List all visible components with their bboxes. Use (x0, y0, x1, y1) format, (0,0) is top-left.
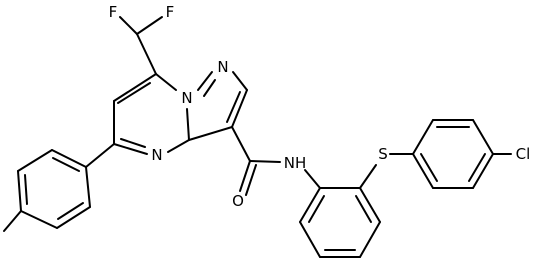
atom-label-f2: F (166, 3, 175, 21)
tolyl-d3 (52, 157, 80, 172)
ph-d1 (355, 195, 372, 223)
ph-5 (299, 221, 321, 258)
bond-cf-1 (119, 16, 138, 35)
ph-6 (299, 187, 321, 223)
tolyl-1 (85, 166, 91, 208)
bond-c3-camide (231, 126, 251, 162)
bond-n4-c3a (167, 139, 190, 153)
ph-d3 (308, 195, 325, 223)
tolyl-3 (20, 210, 58, 229)
tolyl-5 (17, 149, 53, 172)
cph-4 (472, 153, 494, 189)
cph-d3 (420, 153, 438, 182)
bond-methyl (3, 210, 22, 232)
atom-label-n-pyrimidine: N (151, 146, 162, 164)
tolyl-d1 (57, 202, 84, 220)
atom-label-s: S (378, 145, 388, 163)
ph-3 (359, 221, 381, 258)
cph-6 (412, 153, 434, 189)
atom-label-n-bridge: N (181, 89, 192, 107)
tolyl-6 (51, 149, 87, 168)
bond-c5-n4 (113, 143, 148, 155)
bond-n-ph (304, 169, 321, 189)
bond-camide-o (239, 160, 251, 192)
bond-nbridge-n1-double (203, 79, 216, 97)
bond-c7-c6 (113, 73, 157, 102)
tolyl-4 (17, 170, 22, 212)
bond-c-chf2 (136, 33, 157, 75)
cph-3 (472, 119, 494, 155)
bond-c7-n (155, 73, 177, 91)
bond-c5-n4-double (120, 138, 146, 148)
atom-label-f1: F (109, 3, 118, 21)
bond-cf-2 (136, 16, 163, 35)
bond-c5-tolyl (85, 143, 115, 168)
bond-camide-n (249, 160, 281, 163)
cph-d2 (468, 153, 486, 182)
bond-n1-c2 (232, 71, 248, 91)
tolyl-d2 (24, 174, 28, 205)
atom-labels: F F N N N NH O S Cl (109, 3, 531, 210)
atom-label-nh: NH (284, 154, 307, 172)
bond-c3-c3a (188, 126, 233, 141)
ph-2 (359, 187, 381, 223)
bond-camide-o-double (245, 164, 257, 196)
bond-c2-c3-double (226, 91, 241, 123)
bond-c2-c3 (231, 89, 248, 128)
bond-c7-c6-double (117, 82, 151, 104)
bonds (3, 16, 512, 258)
atom-label-n-pyrazole: N (217, 58, 228, 76)
atom-label-o: O (232, 192, 244, 210)
bond-c3a-nbridge (186, 108, 190, 141)
bond-ph-s (359, 164, 377, 189)
bond-nbridge-n1 (197, 71, 213, 91)
atom-label-cl: Cl (516, 145, 531, 163)
tolyl-2 (56, 206, 91, 229)
cph-1 (412, 119, 434, 155)
